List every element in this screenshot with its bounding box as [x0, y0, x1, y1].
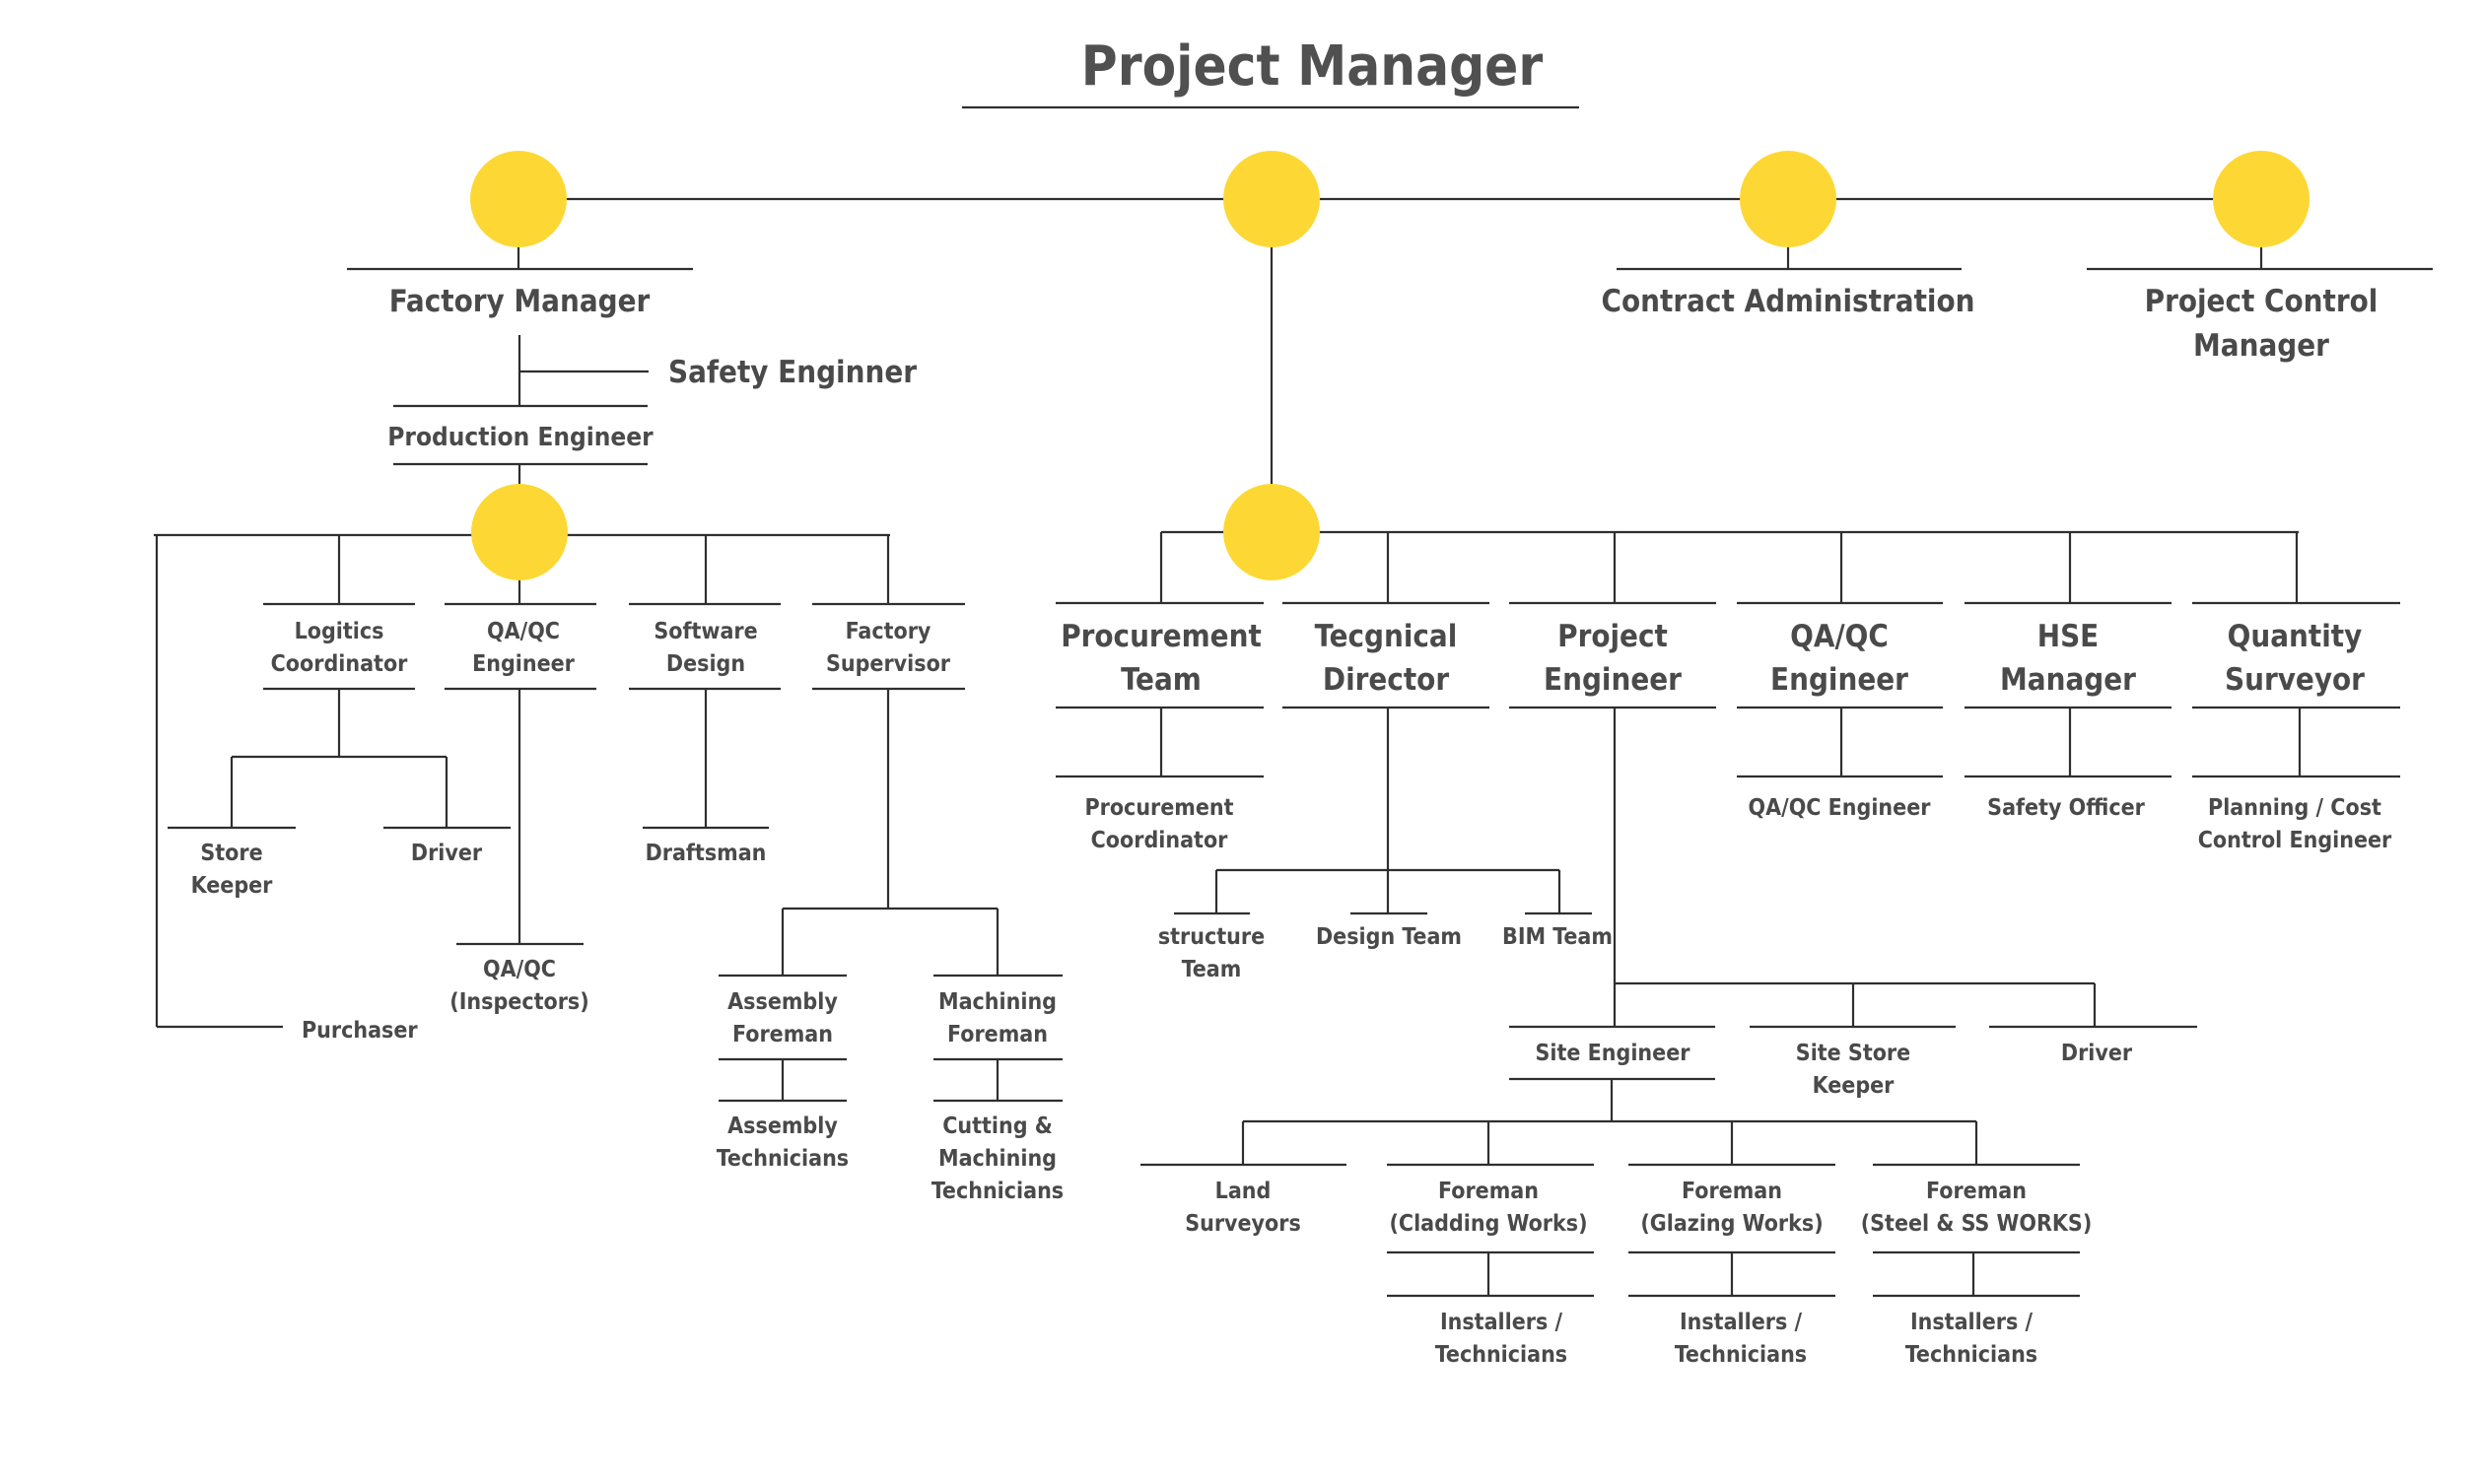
label-procurement-team-1: Procurement — [1061, 619, 1262, 654]
label-qaqc-inspectors-1: QA/QC — [483, 957, 556, 982]
label-land-surveyors-2: Surveyors — [1185, 1211, 1301, 1237]
label-land-surveyors-1: Land — [1215, 1179, 1272, 1204]
connector-lines — [154, 197, 2433, 1298]
label-software-design-2: Design — [666, 651, 745, 677]
label-qaqc-inspectors-2: (Inspectors) — [449, 989, 588, 1015]
label-planning-cost-2: Control Engineer — [2198, 828, 2392, 853]
label-cutting-technicians-1: Cutting & — [942, 1113, 1053, 1139]
label-driver-site: Driver — [2061, 1041, 2133, 1066]
label-assembly-technicians-2: Technicians — [717, 1146, 849, 1172]
node-production — [471, 484, 568, 580]
label-installers-cladding-1: Installers / — [1440, 1310, 1563, 1335]
label-machining-foreman-1: Machining — [938, 989, 1057, 1015]
node-contract — [1740, 151, 1836, 247]
label-contract-administration: Contract Administration — [1602, 284, 1975, 319]
label-installers-glazing-1: Installers / — [1680, 1310, 1803, 1335]
node-center — [1223, 151, 1320, 247]
label-hse-manager-1: HSE — [2037, 619, 2099, 654]
label-technical-director-2: Director — [1323, 662, 1449, 698]
label-factory-supervisor-1: Factory — [846, 619, 931, 644]
label-logistics-coordinator-2: Coordinator — [271, 651, 409, 677]
label-project-control-manager-2: Manager — [2193, 328, 2329, 364]
label-planning-cost-1: Planning / Cost — [2208, 795, 2381, 821]
label-project-control-manager-1: Project Control — [2145, 284, 2379, 319]
label-technical-director-1: Tecgnical — [1315, 619, 1458, 654]
label-qaqc-engineer-sub: QA/QC Engineer — [1749, 795, 1932, 821]
label-design-team: Design Team — [1316, 924, 1462, 950]
label-site-store-keeper-2: Keeper — [1813, 1073, 1896, 1099]
label-site-engineer: Site Engineer — [1536, 1041, 1691, 1066]
label-site-qaqc-1: QA/QC — [1790, 619, 1889, 654]
label-quantity-surveyor-1: Quantity — [2228, 619, 2363, 654]
label-procurement-team-2: Team — [1121, 662, 1202, 698]
label-assembly-foreman-1: Assembly — [727, 989, 838, 1015]
label-software-design-1: Software — [654, 619, 757, 644]
label-safety-engineer: Safety Enginner — [668, 355, 917, 390]
label-cutting-technicians-3: Technicians — [931, 1179, 1064, 1204]
label-machining-foreman-2: Foreman — [947, 1022, 1048, 1047]
label-draftsman: Draftsman — [646, 841, 767, 866]
label-procurement-coordinator-1: Procurement — [1084, 795, 1233, 821]
label-site-qaqc-2: Engineer — [1770, 662, 1908, 698]
label-assembly-technicians-1: Assembly — [727, 1113, 838, 1139]
label-logistics-coordinator-1: Logitics — [295, 619, 384, 644]
label-foreman-steel-1: Foreman — [1926, 1179, 2027, 1204]
label-factory-qaqc-2: Engineer — [472, 651, 576, 677]
label-installers-glazing-2: Technicians — [1675, 1342, 1807, 1368]
label-bim-team: BIM Team — [1502, 924, 1613, 950]
label-installers-cladding-2: Technicians — [1435, 1342, 1567, 1368]
label-foreman-cladding-2: (Cladding Works) — [1389, 1211, 1587, 1237]
label-safety-officer: Safety Officer — [1987, 795, 2145, 821]
label-structure-team-1: structure — [1158, 924, 1265, 950]
node-project-control — [2213, 151, 2310, 247]
label-cutting-technicians-2: Machining — [938, 1146, 1057, 1172]
label-assembly-foreman-2: Foreman — [732, 1022, 833, 1047]
label-foreman-glazing-1: Foreman — [1682, 1179, 1782, 1204]
chart-title: Project Manager — [1081, 34, 1544, 99]
label-foreman-cladding-1: Foreman — [1438, 1179, 1539, 1204]
label-site-store-keeper-1: Site Store — [1796, 1041, 1910, 1066]
label-store-keeper-1: Store — [200, 841, 262, 866]
label-quantity-surveyor-2: Surveyor — [2225, 662, 2365, 698]
label-project-engineer-2: Engineer — [1544, 662, 1682, 698]
label-structure-team-2: Team — [1182, 957, 1242, 982]
label-factory-supervisor-2: Supervisor — [826, 651, 951, 677]
yellow-nodes — [470, 151, 2310, 580]
label-foreman-glazing-2: (Glazing Works) — [1640, 1211, 1823, 1237]
label-procurement-coordinator-2: Coordinator — [1091, 828, 1229, 853]
label-installers-steel-2: Technicians — [1905, 1342, 2037, 1368]
label-driver-factory: Driver — [411, 841, 483, 866]
label-production-engineer: Production Engineer — [387, 423, 654, 452]
label-purchaser: Purchaser — [302, 1018, 418, 1044]
label-factory-manager: Factory Manager — [389, 284, 651, 319]
label-installers-steel-1: Installers / — [1910, 1310, 2034, 1335]
label-project-engineer-1: Project — [1557, 619, 1668, 654]
label-store-keeper-2: Keeper — [191, 873, 274, 899]
label-foreman-steel-2: (Steel & SS WORKS) — [1861, 1211, 2093, 1237]
node-site — [1223, 484, 1320, 580]
label-factory-qaqc-1: QA/QC — [487, 619, 560, 644]
node-factory — [470, 151, 567, 247]
label-hse-manager-2: Manager — [2000, 662, 2136, 698]
